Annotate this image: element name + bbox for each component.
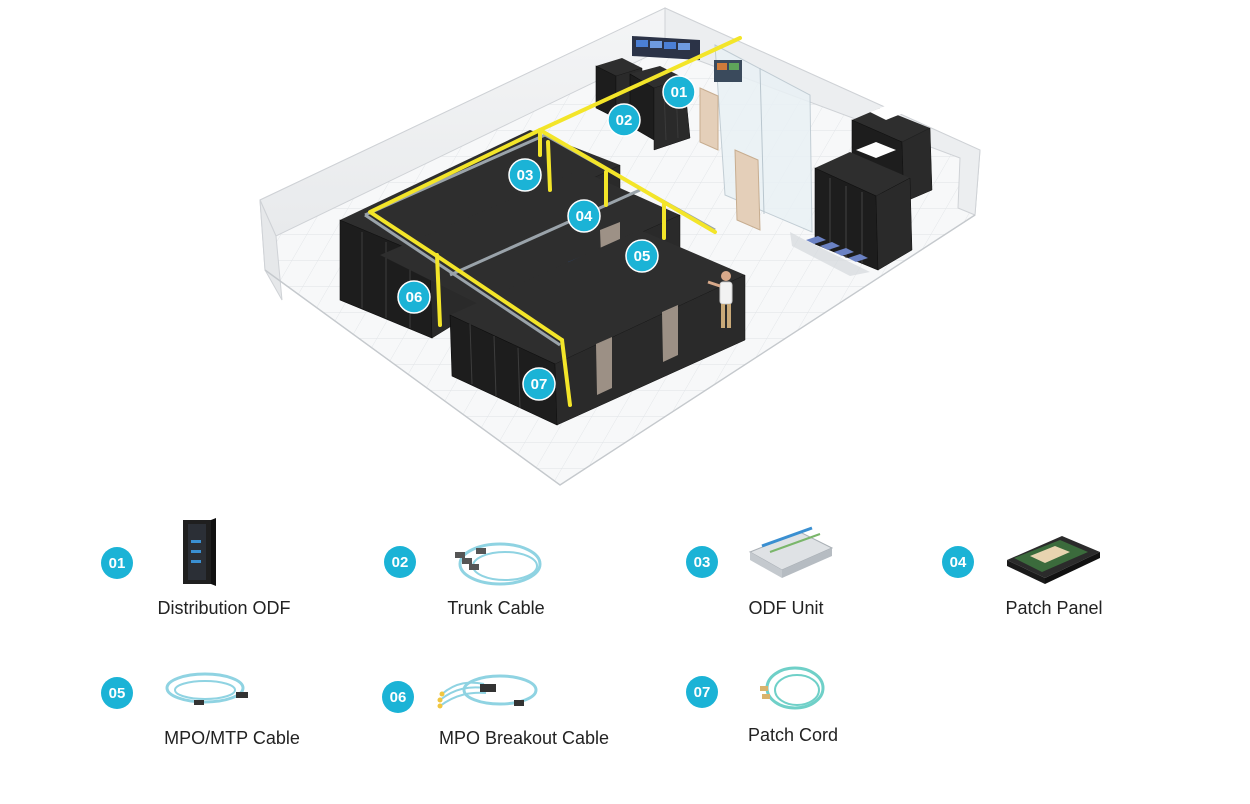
- odf-unit-icon: [748, 526, 834, 578]
- monitoring-video-wall: [632, 36, 742, 82]
- secondary-rack-group: [790, 104, 933, 276]
- legend-label: MPO/MTP Cable: [164, 728, 300, 748]
- legend-label: ODF Unit: [748, 598, 823, 618]
- marker-number: 03: [517, 167, 534, 184]
- marker-badge: [567, 199, 601, 233]
- legend-item-trunk-cable: 02 Trunk Cable: [384, 542, 545, 618]
- legend-number: 02: [392, 554, 409, 571]
- patch-cord-icon: [760, 666, 825, 710]
- legend-number: 03: [694, 554, 711, 571]
- diagram-marker-05: 05: [625, 239, 659, 273]
- marker-badge: [625, 239, 659, 273]
- legend-number: 04: [950, 554, 967, 571]
- trunk-cable-icon: [455, 542, 542, 586]
- office-door: [734, 149, 761, 231]
- diagram-marker-06: 06: [397, 280, 431, 314]
- legend-item-odf-unit: 03 ODF Unit: [686, 526, 834, 618]
- marker-number: 01: [671, 84, 688, 101]
- marker-badge: [508, 158, 542, 192]
- legend-number: 07: [694, 684, 711, 701]
- legend-label: MPO Breakout Cable: [439, 728, 609, 748]
- legend-item-distribution-odf: 01 Distribution ODF: [101, 518, 291, 618]
- marker-number: 06: [406, 289, 423, 306]
- marker-badge: [397, 280, 431, 314]
- mpo-breakout-cable-icon: [437, 674, 538, 709]
- legend-label: Trunk Cable: [447, 598, 544, 618]
- marker-number: 07: [531, 376, 548, 393]
- mpo-mtp-cable-icon: [165, 672, 248, 705]
- legend-number: 01: [109, 555, 126, 572]
- left-side-wall: [259, 199, 283, 301]
- technician-figure: [707, 271, 733, 328]
- distribution-odf-icon: [183, 518, 216, 586]
- floor-front-edge: [264, 214, 976, 486]
- diagram-markers: 01 02 03 04 05 06 07: [397, 75, 696, 401]
- legend-item-patch-panel: 04 Patch Panel: [942, 536, 1103, 618]
- patch-panel-icon: [1007, 536, 1100, 584]
- legend-label: Patch Cord: [748, 725, 838, 745]
- legend-item-mpo-breakout-cable: 06 MPO Breakout Cable: [382, 674, 609, 748]
- legend-badge: [101, 547, 133, 579]
- legend-item-patch-cord: 07 Patch Cord: [686, 666, 838, 745]
- legend-number: 05: [109, 685, 126, 702]
- marker-number: 02: [616, 112, 633, 129]
- diagram-marker-02: 02: [607, 103, 641, 137]
- trunk-cable-route: [368, 36, 742, 407]
- legend-number: 06: [390, 689, 407, 706]
- legend: 01 Distribution ODF 02 T: [101, 518, 1103, 748]
- diagram-marker-01: 01: [662, 75, 696, 109]
- marker-badge: [662, 75, 696, 109]
- diagram-marker-03: 03: [508, 158, 542, 192]
- legend-label: Patch Panel: [1005, 598, 1102, 618]
- diagram-marker-07: 07: [522, 367, 556, 401]
- marker-number: 04: [576, 208, 593, 225]
- legend-item-mpo-mtp-cable: 05 MPO/MTP Cable: [101, 672, 300, 748]
- legend-label: Distribution ODF: [157, 598, 290, 618]
- marker-number: 05: [634, 248, 651, 265]
- marker-badge: [607, 103, 641, 137]
- diagram-marker-04: 04: [567, 199, 601, 233]
- marker-badge: [522, 367, 556, 401]
